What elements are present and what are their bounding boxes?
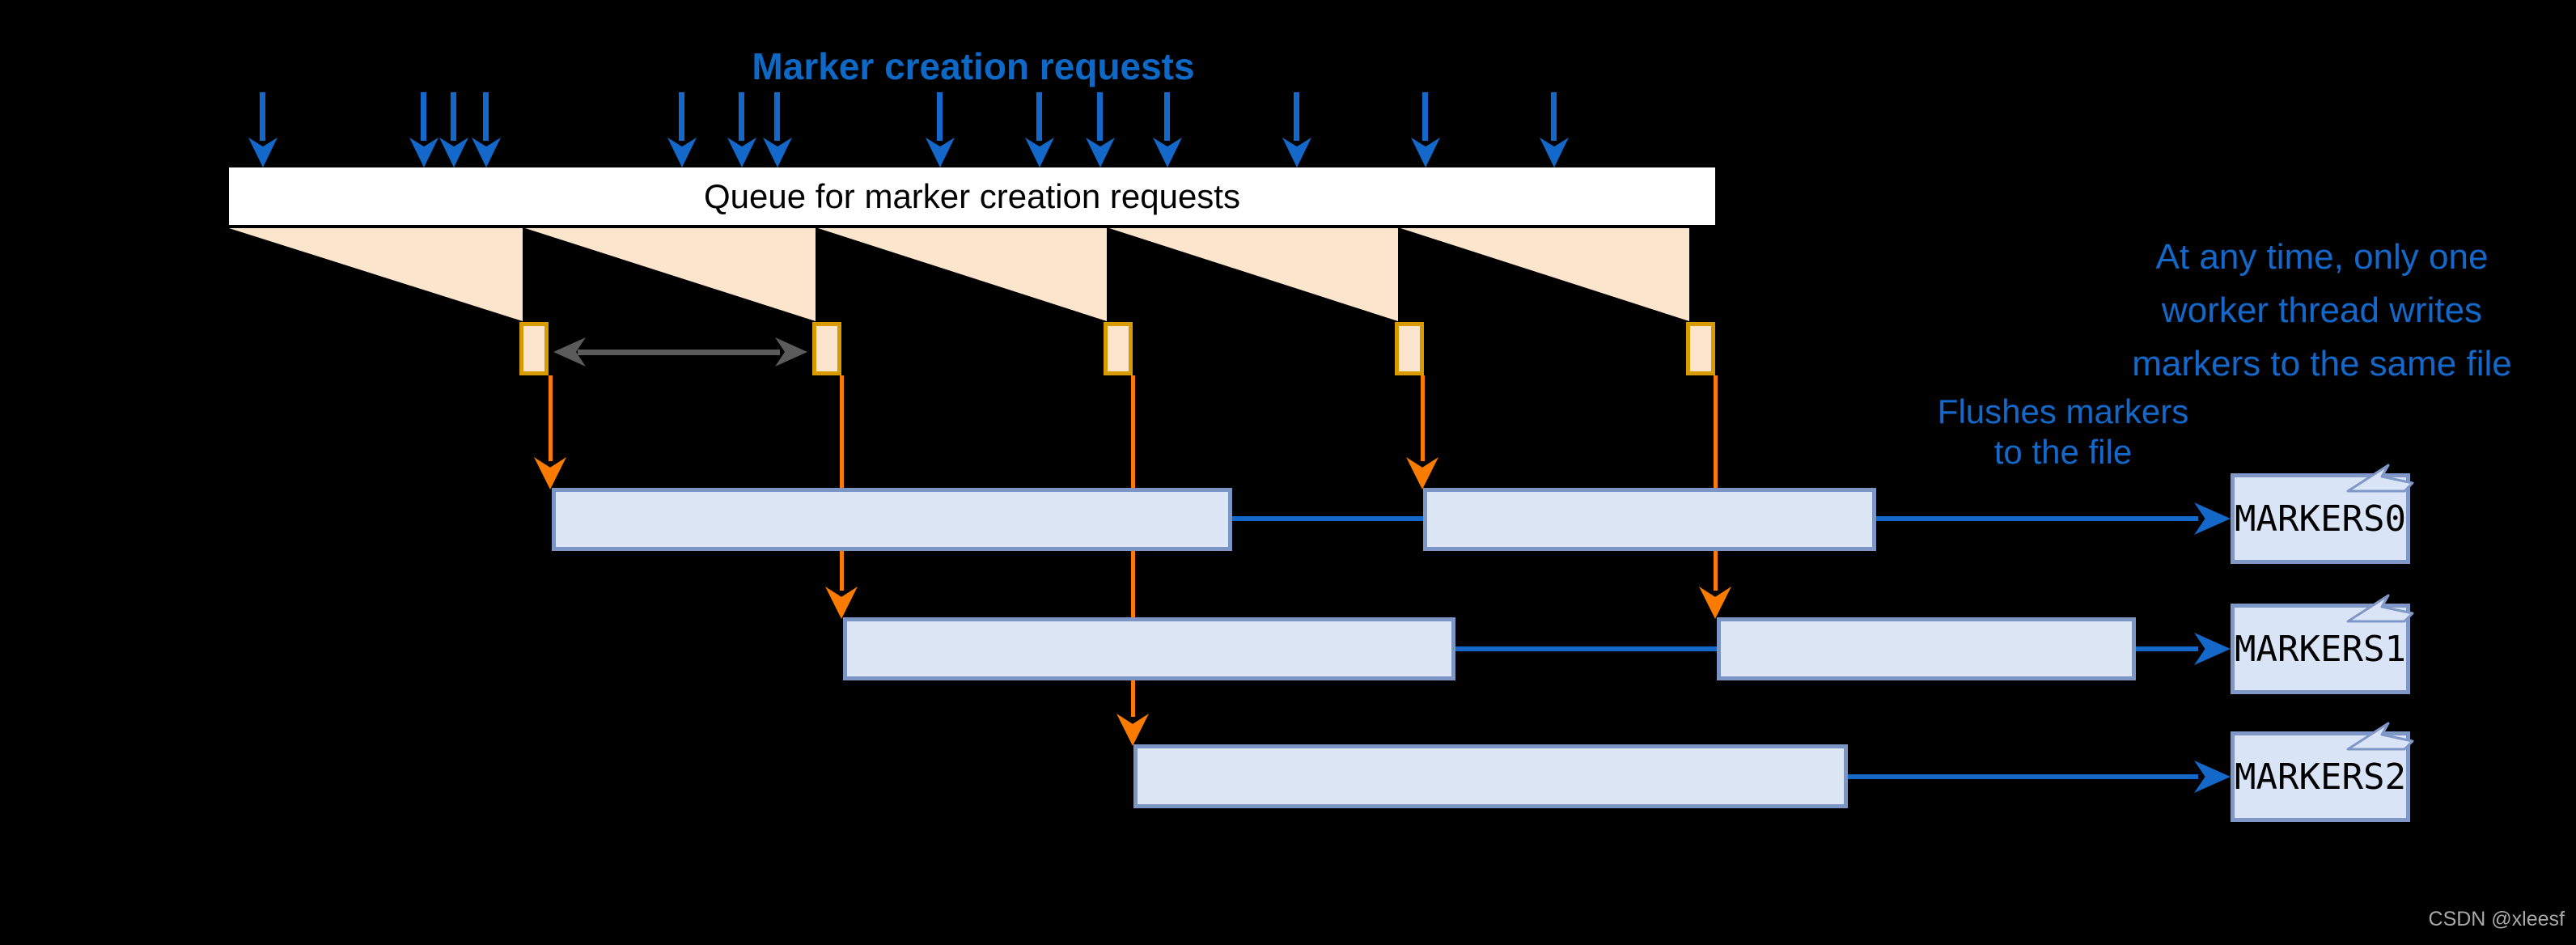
file-label: MARKERS2	[2235, 756, 2406, 798]
connector-line	[1232, 516, 1423, 521]
request-arrowhead-icon	[248, 138, 278, 167]
request-arrowhead-icon	[1540, 138, 1569, 167]
connector-line	[2136, 646, 2198, 651]
note-flush: Flushes markers to the file	[1885, 392, 2241, 472]
flush-arrow-icon	[549, 375, 553, 461]
worker-slot	[1395, 322, 1424, 375]
request-arrow-icon	[739, 92, 744, 141]
flush-arrow-icon	[840, 375, 844, 591]
request-arrow-icon	[937, 92, 943, 141]
double-headed-arrowhead-icon	[775, 337, 807, 367]
queue-label: Queue for marker creation requests	[704, 176, 1240, 215]
connector-line	[1876, 516, 2198, 521]
note-worker-exclusive: At any time, only one worker thread writ…	[2071, 231, 2573, 391]
note-line: to the file	[1993, 433, 2133, 471]
file-box-markers2: MARKERS2	[2231, 722, 2414, 822]
worker-slot	[1686, 322, 1715, 375]
request-arrow-icon	[260, 92, 265, 141]
worker-bar-file0-a	[552, 488, 1232, 551]
dispatch-triangle	[1109, 228, 1398, 321]
request-arrow-icon	[1294, 92, 1299, 141]
diagram-title: Marker creation requests	[752, 45, 1195, 87]
request-arrow-icon	[1164, 92, 1170, 141]
worker-slot	[519, 322, 549, 375]
request-arrow-icon	[1422, 92, 1428, 141]
flush-arrow-icon	[1421, 375, 1425, 461]
worker-slot	[812, 322, 841, 375]
request-arrowhead-icon	[439, 138, 468, 167]
request-arrow-icon	[451, 92, 456, 141]
flush-arrowhead-icon	[534, 457, 566, 489]
request-arrow-icon	[774, 92, 780, 141]
dispatch-triangle	[818, 228, 1107, 321]
request-arrow-icon	[1551, 92, 1557, 141]
worker-bar-file0-b	[1423, 488, 1876, 551]
file-label: MARKERS1	[2235, 628, 2406, 670]
request-arrowhead-icon	[1282, 138, 1311, 167]
note-line: worker thread writes	[2161, 290, 2483, 330]
page-curl-icon	[2346, 464, 2414, 493]
queue-bar: Queue for marker creation requests	[229, 167, 1715, 225]
request-arrowhead-icon	[409, 138, 439, 167]
dispatch-triangle	[1400, 228, 1689, 321]
double-headed-arrow-icon	[578, 350, 780, 355]
file-box-markers1: MARKERS1	[2231, 594, 2414, 694]
worker-slot	[1104, 322, 1133, 375]
request-arrowhead-icon	[1153, 138, 1182, 167]
note-line: At any time, only one	[2155, 237, 2489, 277]
worker-bar-file1-a	[843, 617, 1455, 680]
file-box-markers0: MARKERS0	[2231, 464, 2414, 564]
request-arrowhead-icon	[1025, 138, 1054, 167]
file-write-arrowhead-icon	[2194, 761, 2231, 793]
page-curl-icon	[2346, 594, 2414, 623]
dispatch-triangle	[525, 228, 816, 321]
flush-arrowhead-icon	[1116, 714, 1149, 746]
request-arrow-icon	[679, 92, 684, 141]
dispatch-triangle	[229, 228, 523, 321]
flush-arrow-icon	[1714, 375, 1718, 591]
request-arrow-icon	[1036, 92, 1042, 141]
page-curl-icon	[2346, 722, 2414, 751]
request-arrowhead-icon	[926, 138, 955, 167]
worker-bar-file2	[1133, 744, 1848, 808]
request-arrow-icon	[1097, 92, 1103, 141]
request-arrowhead-icon	[1411, 138, 1440, 167]
flush-arrowhead-icon	[1699, 587, 1731, 619]
request-arrowhead-icon	[667, 138, 697, 167]
worker-bar-file1-b	[1717, 617, 2136, 680]
request-arrowhead-icon	[472, 138, 501, 167]
request-arrowhead-icon	[763, 138, 792, 167]
request-arrowhead-icon	[1086, 138, 1115, 167]
connector-line	[1848, 774, 2198, 779]
file-label: MARKERS0	[2235, 498, 2406, 540]
connector-line	[1455, 646, 1717, 651]
note-line: Flushes markers	[1937, 392, 2189, 430]
request-arrow-icon	[483, 92, 489, 141]
request-arrow-icon	[421, 92, 426, 141]
request-arrowhead-icon	[727, 138, 756, 167]
file-write-arrowhead-icon	[2194, 502, 2231, 535]
note-line: markers to the same file	[2132, 344, 2512, 384]
flush-arrowhead-icon	[825, 587, 858, 619]
file-write-arrowhead-icon	[2194, 633, 2231, 665]
watermark: CSDN @xleesf	[2428, 908, 2565, 930]
flush-arrowhead-icon	[1406, 457, 1438, 489]
